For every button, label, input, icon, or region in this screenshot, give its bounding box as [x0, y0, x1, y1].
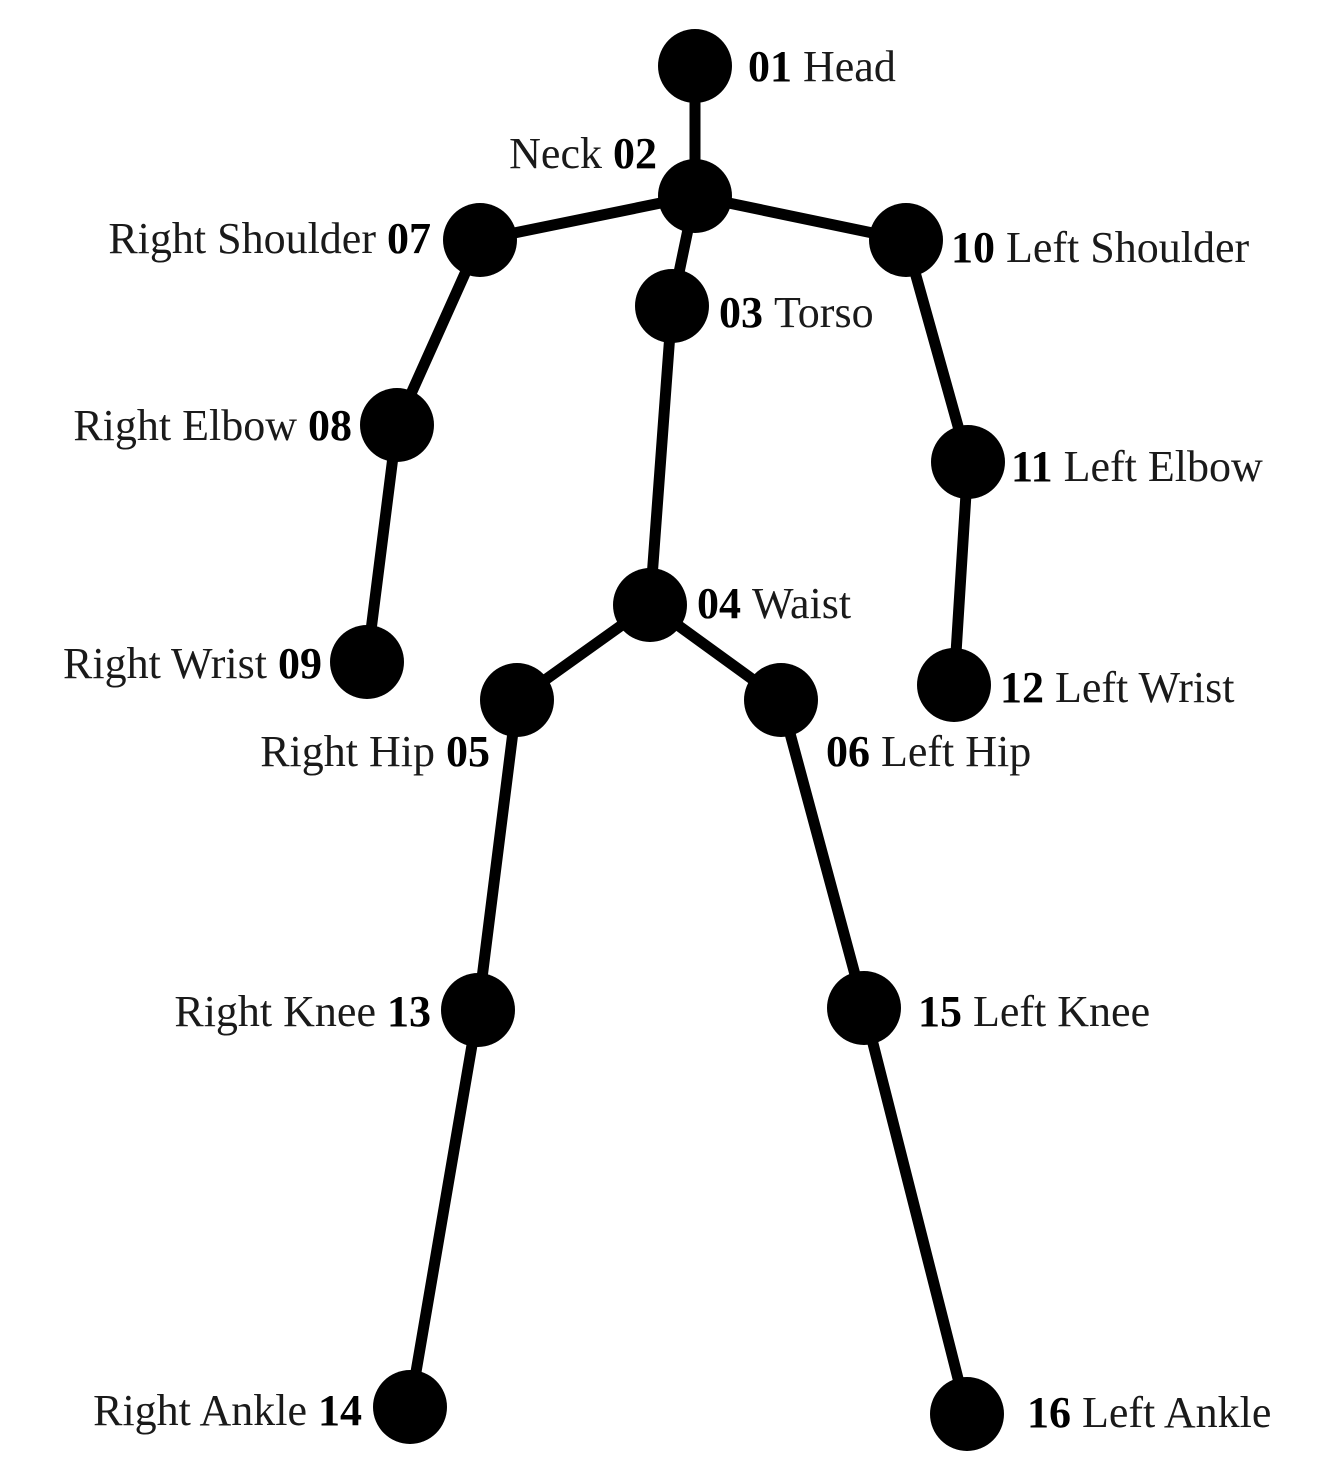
label-gap: [297, 401, 308, 450]
joint-right-shoulder: [443, 203, 517, 277]
joint-number: 02: [613, 129, 657, 178]
joint-name: Left Elbow: [1064, 442, 1263, 491]
bone-right-hip-to-right-knee: [472, 694, 523, 1016]
joint-label-left-ankle: 16 Left Ankle: [1027, 1388, 1271, 1437]
joint-name: Right Shoulder: [108, 214, 376, 263]
joint-label-right-shoulder: Right Shoulder 07: [108, 214, 431, 263]
bone-torso-to-waist: [644, 300, 678, 611]
joint-left-hip: [744, 663, 818, 737]
joint-number: 09: [278, 639, 322, 688]
joint-name: Right Knee: [174, 987, 376, 1036]
label-gap: [376, 987, 387, 1036]
joint-name: Left Shoulder: [1006, 223, 1250, 272]
joint-label-left-shoulder: 10 Left Shoulder: [951, 223, 1250, 272]
joint-left-knee: [827, 971, 901, 1045]
bone-left-shoulder-to-left-elbow: [900, 234, 974, 468]
joint-number: 08: [308, 401, 352, 450]
joint-right-ankle: [373, 1370, 447, 1444]
joint-number: 04: [697, 579, 741, 628]
joint-number: 03: [719, 288, 763, 337]
joint-left-elbow: [931, 425, 1005, 499]
label-gap: [307, 1386, 318, 1435]
joint-number: 16: [1027, 1388, 1071, 1437]
joint-head: [658, 29, 732, 103]
joint-neck: [658, 159, 732, 233]
joint-label-left-elbow: 11 Left Elbow: [1011, 442, 1263, 491]
joint-number: 05: [446, 727, 490, 776]
joint-torso: [635, 269, 709, 343]
joint-waist: [613, 568, 687, 642]
joint-label-torso: 03 Torso: [719, 288, 874, 337]
joint-left-ankle: [930, 1377, 1004, 1451]
joint-label-right-ankle: Right Ankle 14: [93, 1386, 362, 1435]
joint-name: Waist: [752, 579, 851, 628]
joint-number: 07: [387, 214, 431, 263]
joint-number: 13: [387, 987, 431, 1036]
bone-left-elbow-to-left-wrist: [948, 456, 974, 691]
joint-name: Right Elbow: [73, 401, 297, 450]
joint-label-head: 01 Head: [748, 42, 896, 91]
label-gap: [267, 639, 278, 688]
joint-name: Left Hip: [881, 727, 1031, 776]
joint-left-shoulder: [869, 203, 943, 277]
joint-name: Torso: [774, 288, 874, 337]
bone-left-knee-to-left-ankle: [858, 1002, 973, 1420]
joint-right-knee: [441, 973, 515, 1047]
label-gap: [870, 727, 881, 776]
joints-layer: [330, 29, 1005, 1451]
bone-right-elbow-to-right-wrist: [361, 419, 403, 668]
joint-label-left-wrist: 12 Left Wrist: [1000, 663, 1234, 712]
joint-name: Neck: [509, 129, 602, 178]
joint-number: 11: [1011, 442, 1053, 491]
label-gap: [376, 214, 387, 263]
joint-name: Right Ankle: [93, 1386, 307, 1435]
joint-label-right-wrist: Right Wrist 09: [63, 639, 322, 688]
bone-left-hip-to-left-knee: [775, 694, 870, 1014]
joint-name: Right Hip: [260, 727, 435, 776]
joint-number: 12: [1000, 663, 1044, 712]
bone-right-knee-to-right-ankle: [404, 1004, 484, 1413]
joint-right-hip: [480, 663, 554, 737]
joint-right-elbow: [360, 388, 434, 462]
joint-number: 15: [918, 987, 962, 1036]
joint-number: 01: [748, 42, 792, 91]
joint-label-right-hip: Right Hip 05: [260, 727, 490, 776]
joint-name: Right Wrist: [63, 639, 267, 688]
joint-label-waist: 04 Waist: [697, 579, 851, 628]
joint-label-left-knee: 15 Left Knee: [918, 987, 1150, 1036]
label-gap: [1053, 442, 1064, 491]
joint-label-neck: Neck 02: [509, 129, 657, 178]
joint-name: Left Wrist: [1055, 663, 1234, 712]
label-gap: [1044, 663, 1055, 712]
label-gap: [763, 288, 774, 337]
label-gap: [435, 727, 446, 776]
label-gap: [602, 129, 613, 178]
label-gap: [962, 987, 973, 1036]
label-gap: [741, 579, 752, 628]
joint-number: 14: [318, 1386, 362, 1435]
joint-left-wrist: [917, 648, 991, 722]
joint-label-right-elbow: Right Elbow 08: [73, 401, 352, 450]
label-gap: [1071, 1388, 1082, 1437]
joint-name: Head: [803, 42, 896, 91]
label-gap: [792, 42, 803, 91]
joint-right-wrist: [330, 625, 404, 699]
label-gap: [995, 223, 1006, 272]
joint-name: Left Knee: [973, 987, 1150, 1036]
joint-label-right-knee: Right Knee 13: [174, 987, 431, 1036]
joint-label-left-hip: 06 Left Hip: [826, 727, 1031, 776]
joint-number: 06: [826, 727, 870, 776]
joint-number: 10: [951, 223, 995, 272]
joint-name: Left Ankle: [1082, 1388, 1271, 1437]
